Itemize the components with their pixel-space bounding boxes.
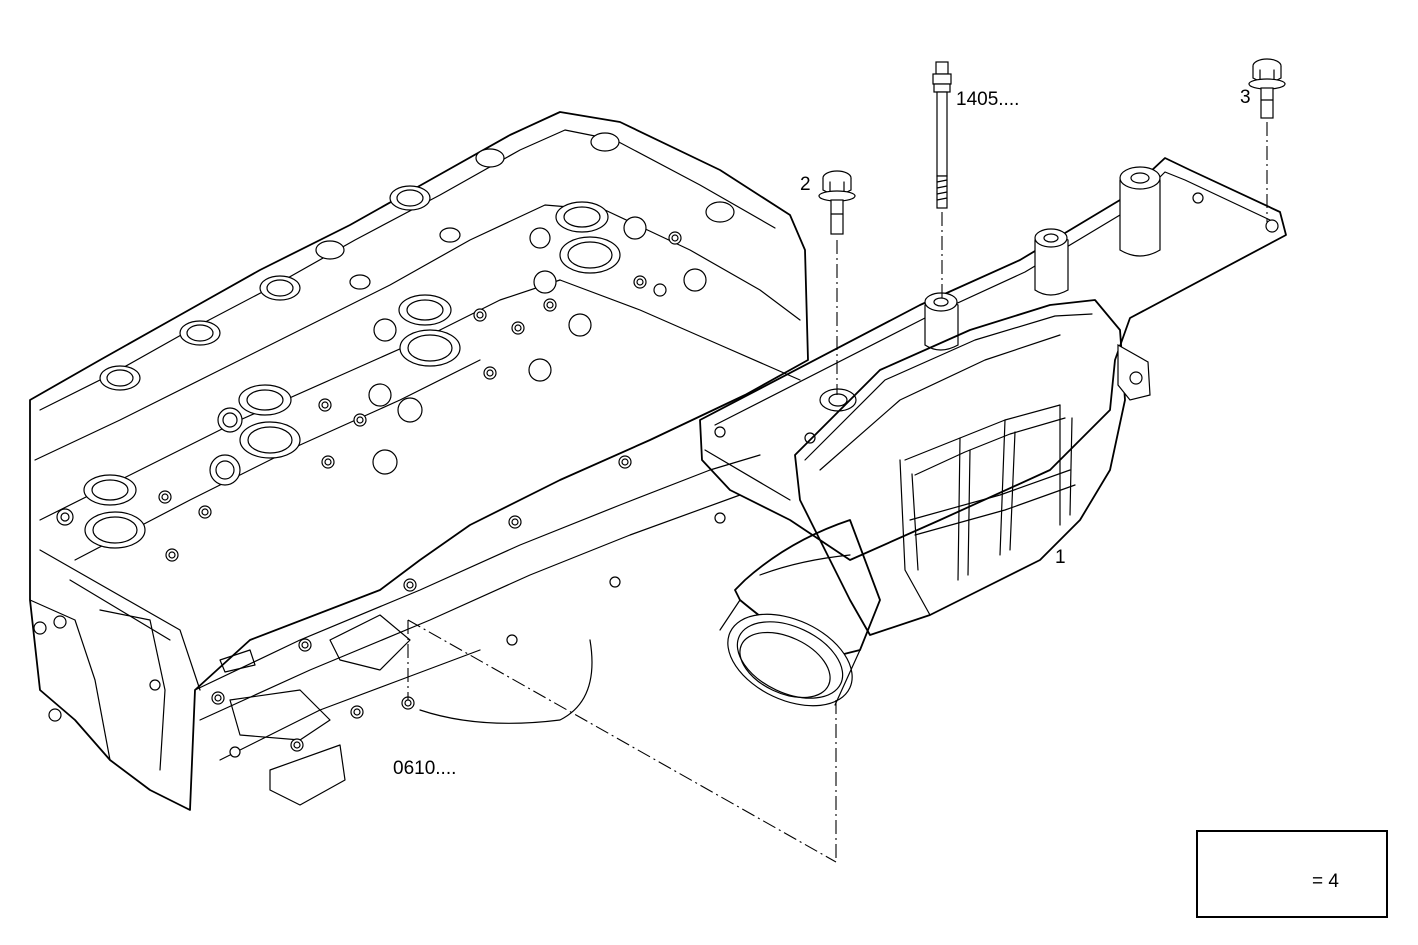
label-part-2: 2 <box>800 174 811 195</box>
label-ref-1405: 1405.... <box>956 89 1020 110</box>
legend-label: = 4 <box>1312 871 1339 892</box>
stud-1405 <box>932 61 952 209</box>
label-ref-0610: 0610.... <box>393 758 457 779</box>
label-part-3: 3 <box>1240 87 1251 108</box>
assembly-guide-lines <box>407 122 1268 863</box>
label-part-1: 1 <box>1055 547 1066 568</box>
legend-box <box>1196 830 1388 918</box>
bolt-2 <box>818 170 856 235</box>
intake-manifold <box>699 157 1287 707</box>
bolt-3 <box>1248 58 1286 119</box>
cylinder-head <box>29 111 809 811</box>
